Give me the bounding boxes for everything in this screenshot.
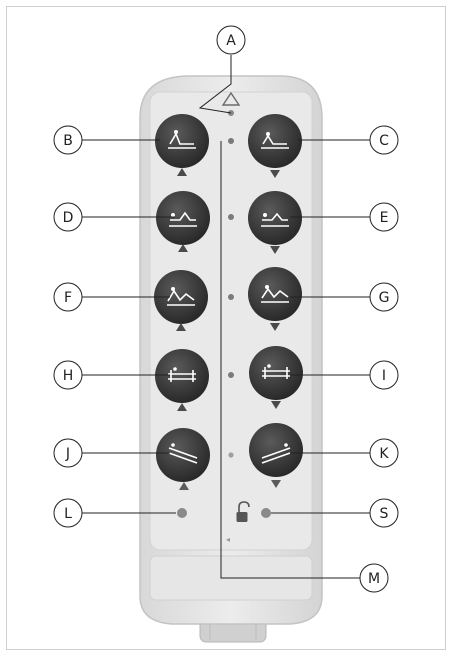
arrow-up-icon xyxy=(177,168,187,176)
callout-M: M xyxy=(359,563,389,593)
callout-D: D xyxy=(53,202,83,232)
backrest-up-button[interactable] xyxy=(155,114,209,168)
callout-A: A xyxy=(216,25,246,55)
callout-C: C xyxy=(369,125,399,155)
trendelenburg-icon xyxy=(261,443,291,464)
callout-H: H xyxy=(53,360,83,390)
svg-text:L: L xyxy=(64,506,72,522)
arrow-up-icon xyxy=(176,323,186,331)
svg-text:F: F xyxy=(64,290,72,306)
svg-text:I: I xyxy=(382,368,386,384)
svg-text:E: E xyxy=(380,210,389,226)
svg-text:G: G xyxy=(379,290,390,306)
svg-text:C: C xyxy=(379,133,389,149)
callout-E: E xyxy=(369,202,399,232)
auto-contour-down-button[interactable] xyxy=(248,267,302,321)
svg-text:B: B xyxy=(63,133,73,149)
arrow-down-icon xyxy=(271,480,281,488)
arrow-up-icon xyxy=(177,403,187,411)
height-icon xyxy=(168,367,196,382)
arrow-down-icon xyxy=(270,170,280,178)
callout-K: K xyxy=(369,438,399,468)
arrow-up-icon xyxy=(178,244,188,252)
arrow-down-icon xyxy=(271,401,281,409)
callout-I: I xyxy=(369,360,399,390)
svg-text:D: D xyxy=(63,210,74,226)
svg-text:A: A xyxy=(226,33,236,49)
auto-contour-icon xyxy=(261,285,289,303)
lock-led xyxy=(261,508,271,518)
callout-B: B xyxy=(53,125,83,155)
backrest-icon xyxy=(261,132,289,149)
trendelenburg-icon xyxy=(168,443,198,464)
height-icon xyxy=(262,364,290,379)
callout-S: S xyxy=(369,498,399,528)
knee-rest-icon xyxy=(169,211,197,227)
arrow-down-icon xyxy=(270,246,280,254)
leader-lines xyxy=(82,55,370,579)
trendelenburg-down-button[interactable] xyxy=(249,423,303,477)
callout-J: J xyxy=(53,438,83,468)
svg-text:H: H xyxy=(63,368,74,384)
auto-contour-up-button[interactable] xyxy=(154,270,208,324)
svg-text:M: M xyxy=(368,571,380,587)
height-up-button[interactable] xyxy=(155,349,209,403)
arrow-up-icon xyxy=(179,482,189,490)
lock-icon xyxy=(236,501,250,522)
knee-rest-down-button[interactable] xyxy=(248,191,302,245)
trendelenburg-up-button[interactable] xyxy=(156,428,210,482)
speaker-mark: ◂ xyxy=(226,535,230,544)
svg-text:K: K xyxy=(379,446,389,462)
callout-L: L xyxy=(53,498,83,528)
knee-rest-up-button[interactable] xyxy=(156,191,210,245)
status-led xyxy=(177,508,187,518)
backrest-down-button[interactable] xyxy=(248,114,302,168)
callout-G: G xyxy=(369,282,399,312)
center-led-column xyxy=(228,138,234,458)
auto-contour-icon xyxy=(167,287,195,306)
warning-triangle-icon xyxy=(221,91,241,106)
knee-rest-icon xyxy=(261,212,289,227)
arrow-down-icon xyxy=(270,323,280,331)
svg-text:S: S xyxy=(380,506,389,522)
callout-F: F xyxy=(53,282,83,312)
height-down-button[interactable] xyxy=(249,346,303,400)
svg-text:J: J xyxy=(65,446,70,462)
backrest-icon xyxy=(168,130,196,149)
